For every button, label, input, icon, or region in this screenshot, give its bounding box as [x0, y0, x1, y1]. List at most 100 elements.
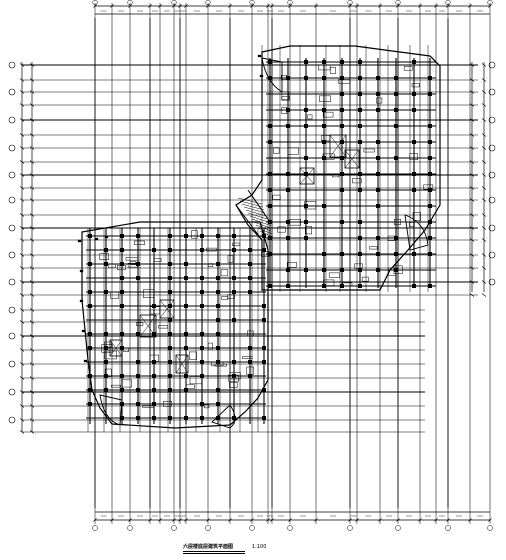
column [183, 332, 188, 337]
column [183, 262, 188, 267]
column [304, 75, 309, 80]
hatch-line [243, 206, 266, 214]
room-detail [111, 384, 121, 388]
column [215, 388, 220, 393]
room-detail [211, 361, 224, 366]
axis-bubble-left [8, 171, 16, 179]
curved-bay [99, 394, 123, 426]
room-detail [229, 382, 238, 388]
column [340, 171, 345, 176]
column [304, 235, 309, 240]
column [322, 107, 327, 112]
column [199, 290, 204, 295]
room-detail [185, 384, 195, 389]
hatch-line [253, 221, 271, 229]
column [358, 75, 363, 80]
column [376, 139, 381, 144]
axis-bubble-bottom [205, 525, 211, 531]
room-detail [110, 291, 120, 299]
room-detail [191, 230, 198, 239]
dimension-frame [19, 3, 492, 524]
column [268, 139, 273, 144]
column [376, 75, 381, 80]
room-detail [130, 261, 136, 265]
column [199, 276, 204, 281]
axis-bubble-left [8, 144, 16, 152]
room-detail [123, 347, 129, 352]
column [428, 155, 433, 160]
dimension-slash [93, 4, 97, 8]
core-diagonal [139, 314, 157, 338]
drawing-title: 六层楼底层建筑平面图 [183, 544, 234, 550]
title-underline [183, 551, 245, 552]
column [322, 268, 327, 273]
dimension-slash [110, 518, 114, 522]
column [428, 203, 433, 208]
hatch-line [239, 200, 264, 208]
column [119, 304, 124, 309]
room-detail [352, 178, 362, 184]
axis-bubble-left [8, 224, 16, 232]
axis-bubble-right [488, 224, 496, 232]
structural-detail [77, 54, 436, 424]
column [119, 374, 124, 379]
column [215, 290, 220, 295]
dimension-slash [446, 518, 450, 522]
column [231, 416, 236, 421]
hatch-line [249, 215, 269, 223]
column [199, 402, 204, 407]
column [268, 123, 273, 128]
stair-core [175, 354, 189, 374]
axis-grid [22, 18, 491, 508]
column [304, 155, 309, 160]
room-detail [342, 282, 353, 287]
column [394, 75, 399, 80]
column [231, 290, 236, 295]
room-detail [242, 356, 253, 359]
room-detail [214, 363, 228, 367]
dimension-slash [434, 518, 438, 522]
column [268, 75, 273, 80]
column [428, 187, 433, 192]
annotation-mark [83, 359, 88, 363]
dimension-slash [488, 4, 492, 8]
column [151, 374, 156, 379]
column [119, 247, 124, 252]
dimension-slash [314, 518, 318, 522]
dimension-slash [288, 518, 292, 522]
dimension-slash [178, 518, 182, 522]
room-detail [127, 263, 138, 268]
dimension-slash [481, 293, 487, 297]
column [119, 402, 124, 407]
column [215, 416, 220, 421]
column [167, 374, 172, 379]
dimension-slash [488, 518, 492, 522]
dimension-slash [481, 198, 487, 202]
annotation-mark [79, 269, 84, 273]
core-diagonal [159, 299, 175, 319]
room-detail [286, 262, 297, 268]
column [231, 360, 236, 365]
hatch-line [237, 197, 263, 205]
axis-bubble-top [287, 0, 293, 6]
axis-bubble-bottom [171, 525, 177, 531]
column [340, 268, 345, 273]
dimension-slash [148, 4, 152, 8]
column [231, 247, 236, 252]
room-detail [281, 91, 290, 100]
column [322, 139, 327, 144]
dimension-slash [434, 4, 438, 8]
column [340, 123, 345, 128]
lower-wing-outline [81, 221, 269, 429]
annotation-mark [81, 329, 86, 333]
column [358, 187, 363, 192]
column [167, 233, 172, 238]
column [376, 235, 381, 240]
room-detail [369, 246, 378, 250]
dimension-slash [481, 186, 487, 190]
room-detail [189, 376, 202, 385]
column [247, 346, 252, 351]
axis-bubble-bottom [249, 525, 255, 531]
column [428, 91, 433, 96]
column [199, 416, 204, 421]
